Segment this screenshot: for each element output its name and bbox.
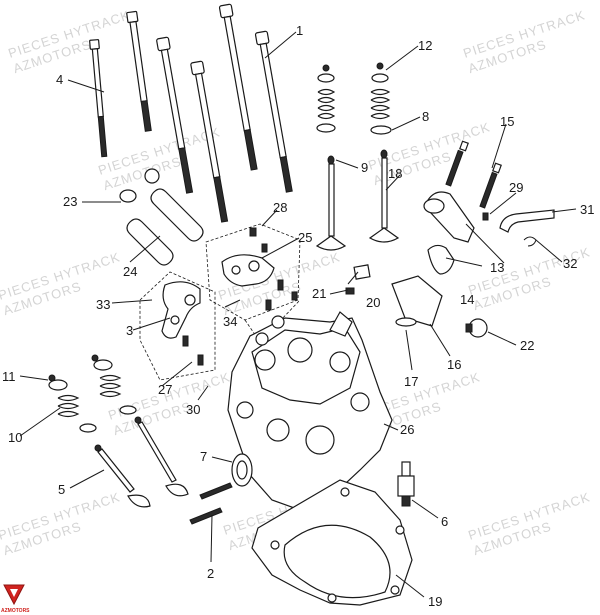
misc-fasteners [291, 140, 555, 301]
callout-29: 29 [509, 180, 523, 195]
callout-9: 9 [361, 160, 368, 175]
callout-31: 31 [580, 202, 594, 217]
callout-8: 8 [422, 109, 429, 124]
callout-19: 19 [428, 594, 442, 609]
callout-7: 7 [200, 449, 207, 464]
callout-15: 15 [500, 114, 514, 129]
callout-30: 30 [186, 402, 200, 417]
rocker-shafts [119, 168, 204, 266]
callout-33: 33 [96, 297, 110, 312]
thermostat-group [391, 191, 488, 338]
callout-32: 32 [563, 256, 577, 271]
exhaust-valve-assembly [48, 354, 189, 508]
spark-plug [397, 461, 415, 507]
rocker-arms [139, 223, 301, 381]
head-gasket [251, 479, 413, 606]
callout-labels: 1 2 3 4 5 6 7 8 9 10 11 12 13 14 15 16 1… [2, 23, 594, 609]
callout-18: 18 [388, 166, 402, 181]
callout-4: 4 [56, 72, 63, 87]
callout-1: 1 [296, 23, 303, 38]
callout-6: 6 [441, 514, 448, 529]
callout-22: 22 [520, 338, 534, 353]
callout-3: 3 [126, 323, 133, 338]
callout-28: 28 [273, 200, 287, 215]
leader-lines [19, 31, 577, 598]
callout-14: 14 [460, 292, 474, 307]
callout-25: 25 [298, 230, 312, 245]
callout-10: 10 [8, 430, 22, 445]
callout-24: 24 [123, 264, 137, 279]
callout-34: 34 [223, 314, 237, 329]
callout-21: 21 [312, 286, 326, 301]
azmotors-logo: AZMOTORS [1, 584, 30, 614]
callout-13: 13 [490, 260, 504, 275]
callout-11: 11 [2, 369, 16, 384]
head-bolts [89, 3, 293, 223]
callout-20: 20 [366, 295, 380, 310]
logo-text: AZMOTORS [1, 608, 30, 614]
callout-12: 12 [418, 38, 432, 53]
callout-16: 16 [447, 357, 461, 372]
callout-5: 5 [58, 482, 65, 497]
callout-17: 17 [404, 374, 418, 389]
callout-26: 26 [400, 422, 414, 437]
callout-27: 27 [158, 382, 172, 397]
cylinder-head [227, 311, 393, 511]
intake-valve-assembly [315, 62, 400, 251]
callout-2: 2 [207, 566, 214, 581]
exhaust-gasket-studs [189, 453, 253, 525]
callout-23: 23 [63, 194, 77, 209]
